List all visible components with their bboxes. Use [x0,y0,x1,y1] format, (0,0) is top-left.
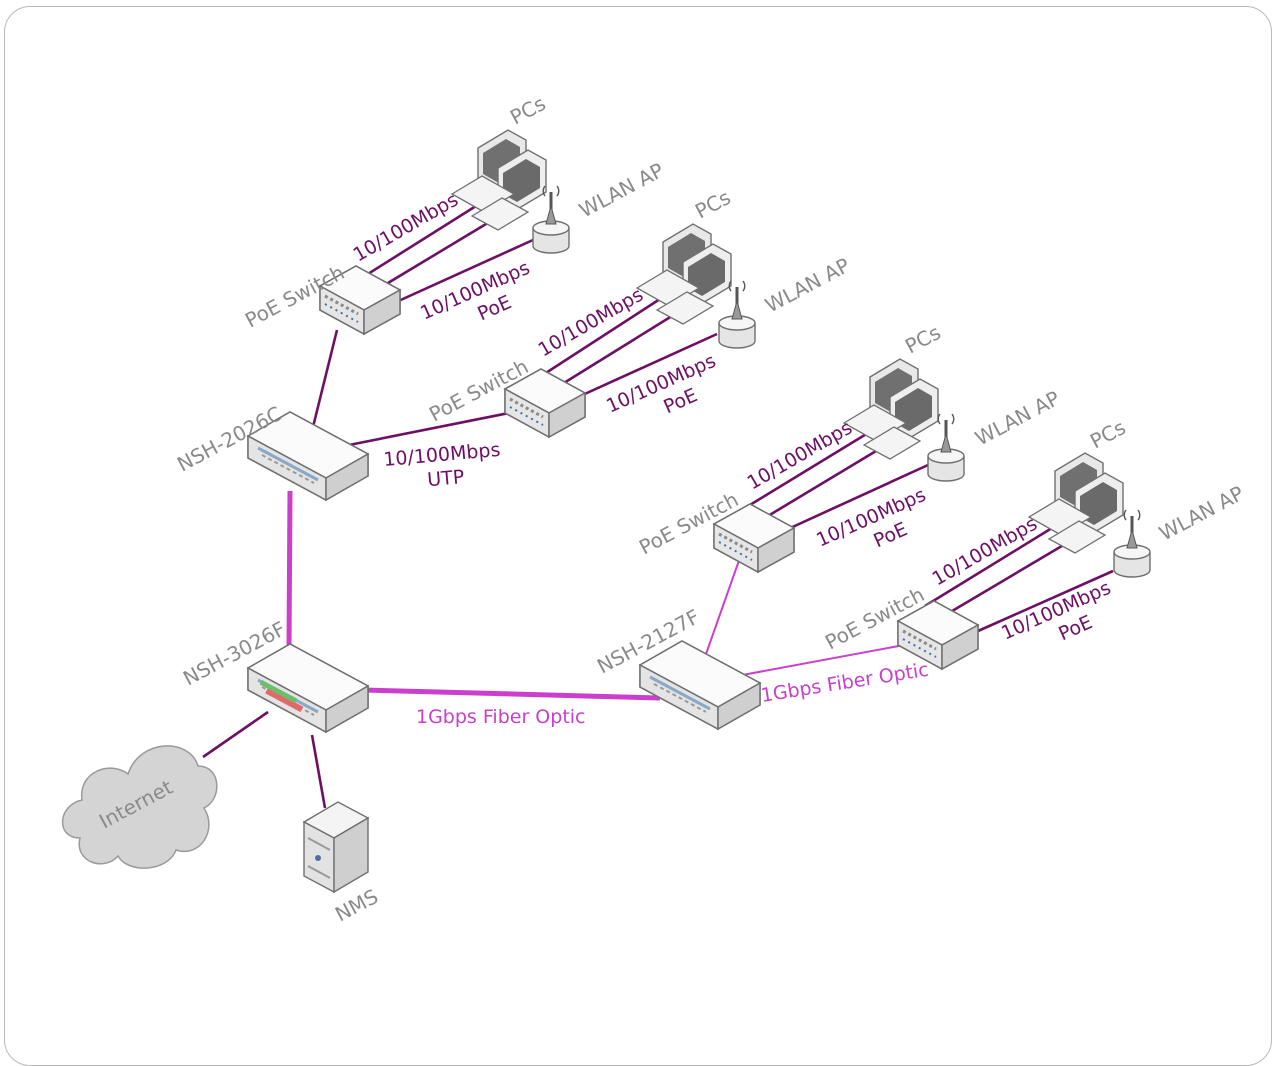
link-core-nsh2127f [363,687,661,701]
link-nsh2026c-poe1 [311,329,339,428]
pcs-2-icon [636,223,732,325]
pcs-3-icon [843,358,939,460]
link-poe4-pc-a [924,526,1053,608]
pcs-4-icon [1028,452,1124,554]
wlan-ap-4-icon [1112,508,1152,579]
label-pcs-4: PCs [1086,415,1129,453]
core-switch-icon [246,642,370,734]
link-nsh2127f-poe3 [705,551,743,655]
label-utp-line2: UTP [426,466,465,491]
link-poe1-pc-b [367,216,497,297]
nms-server-icon [302,801,370,894]
label-wlan-ap-1: WLAN AP [575,158,668,222]
label-access-poe-3-line1: 10/100Mbps [813,484,929,552]
label-access-poe-4-line1: 10/100Mbps [998,577,1114,645]
link-poe3-ap [774,463,929,537]
link-poe3-pc-b [757,443,887,524]
link-poe3-pc-a [739,431,869,513]
label-wlan-ap-4: WLAN AP [1155,481,1248,545]
link-poe1-pc-a [351,204,477,286]
link-poe2-pc-a [534,297,661,382]
label-fiber-core: 1Gbps Fiber Optic [416,706,586,728]
internet-cloud-icon [61,745,218,869]
link-core-nms [310,734,327,809]
link-poe4-pc-b [941,538,1073,619]
label-utp-line1: 10/100Mbps [383,439,502,471]
link-nsh2127f-poe4 [736,642,916,677]
link-nsh2026c-poe2 [343,409,520,448]
label-pcs-1: PCs [506,91,549,129]
link-poe2-pc-b [550,309,681,393]
label-access-2: 10/100Mbps [535,284,648,362]
nsh2127f-switch-icon [638,639,762,731]
label-access-4: 10/100Mbps [929,513,1042,591]
label-pcs-3: PCs [901,320,944,358]
link-poe4-ap [977,569,1114,633]
label-pcs-2: PCs [691,185,734,223]
wlan-ap-2-icon [717,279,757,350]
label-wlan-ap-3: WLAN AP [971,386,1064,450]
label-nms: NMS [331,884,382,926]
label-access-1: 10/100Mbps [350,189,463,267]
label-fiber-nsh2127f: 1Gbps Fiber Optic [759,659,930,707]
core-port-leds [259,680,304,713]
link-poe2-ap [566,332,718,404]
label-access-3: 10/100Mbps [744,417,857,495]
pcs-1-icon [451,129,547,231]
network-diagram: NSH-3026F NSH-2026C NSH-2127F Internet N… [61,91,1248,926]
link-core-nsh2026c [286,490,293,649]
link-poe1-ap [382,238,534,310]
link-core-internet [202,710,269,759]
label-wlan-ap-2: WLAN AP [761,253,854,317]
